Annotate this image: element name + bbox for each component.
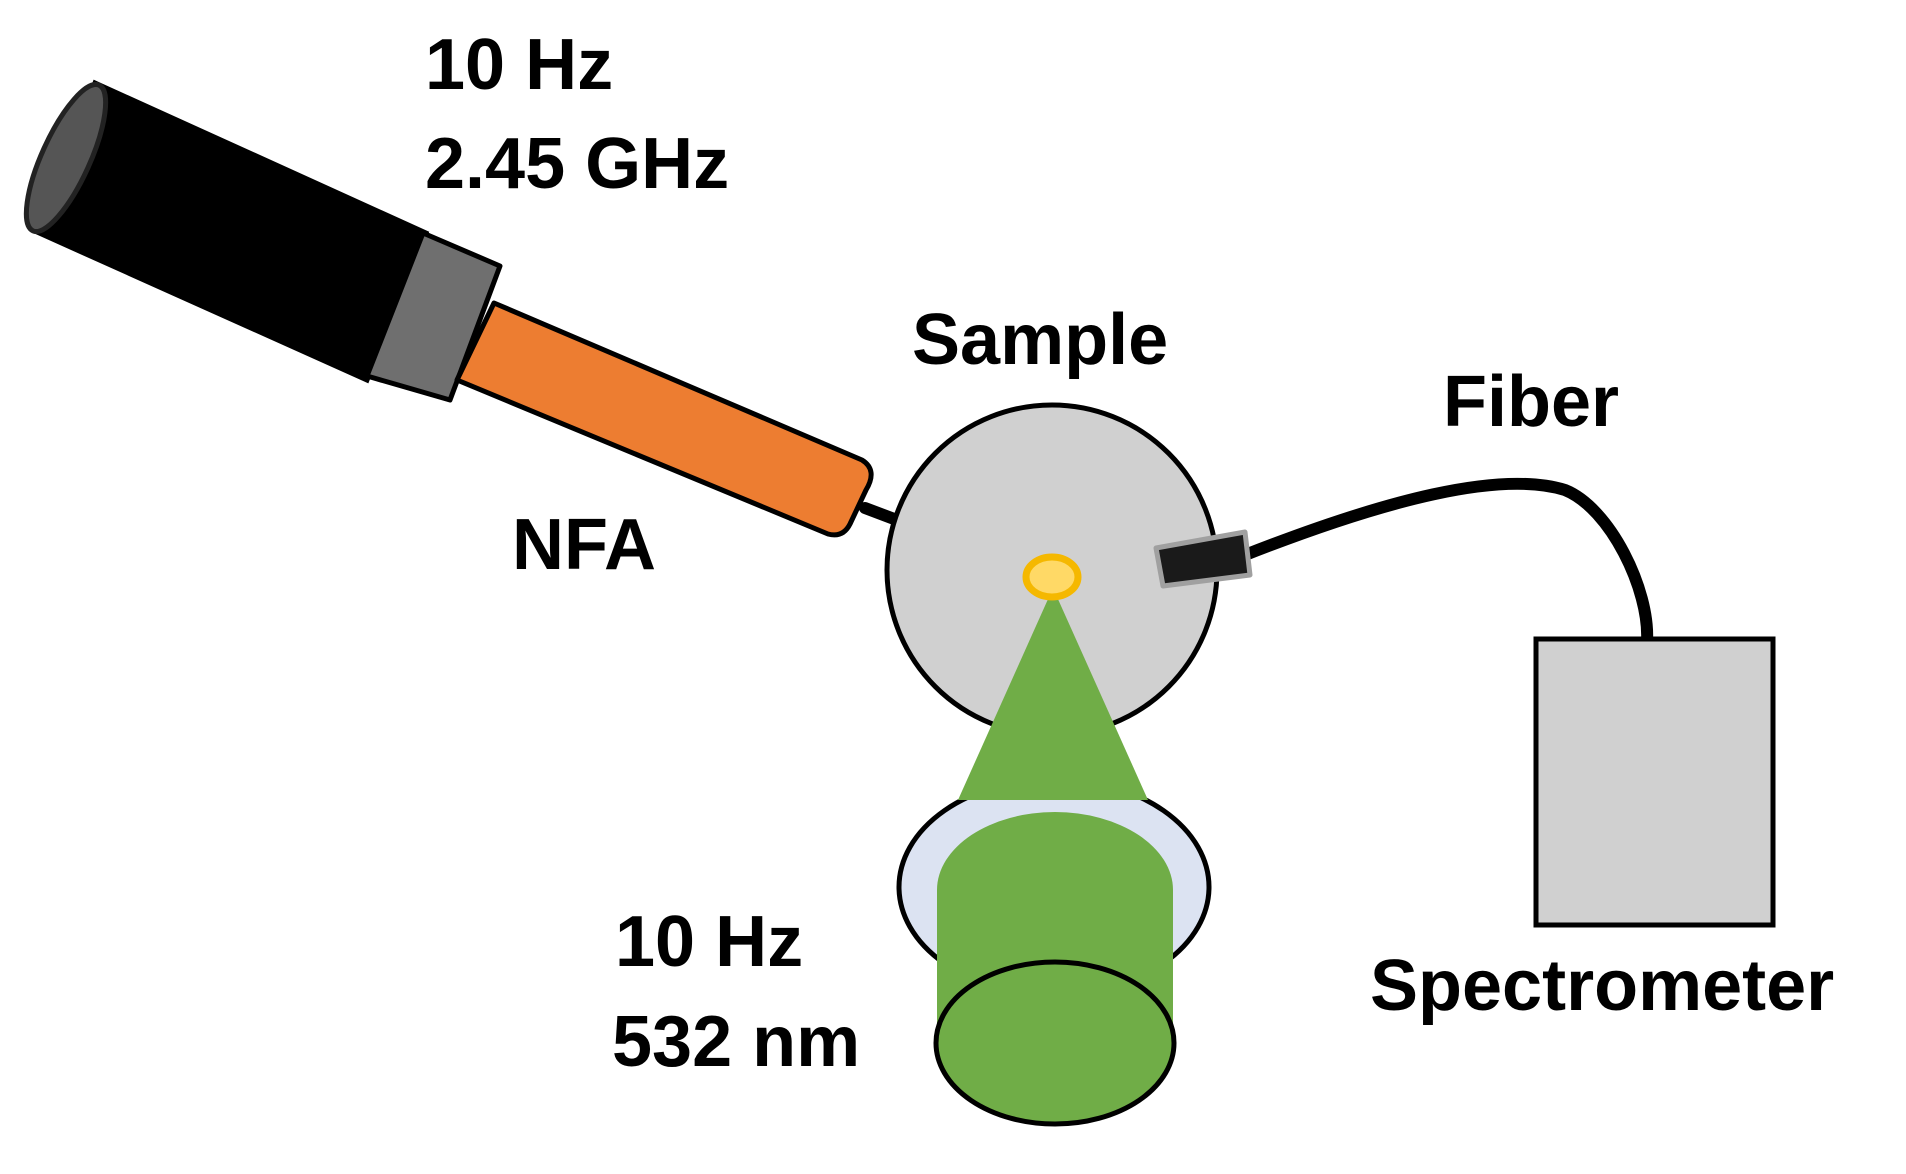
- nfa-label: NFA: [512, 505, 656, 585]
- laser-beam: [958, 588, 1148, 800]
- microwave-source: [23, 79, 503, 403]
- source-end-cap: [23, 81, 109, 235]
- antenna-body: [454, 300, 874, 538]
- excitation-spot: [1022, 553, 1082, 601]
- sample-label: Sample: [912, 300, 1168, 380]
- spectrometer-box: [1533, 636, 1776, 928]
- source-microwave-label: 2.45 GHz: [425, 124, 729, 204]
- optical-fiber: [1239, 477, 1654, 647]
- fiber-tip: [1153, 529, 1253, 589]
- laser-wavelength-label: 532 nm: [612, 1002, 860, 1082]
- source-coupler: [364, 230, 503, 403]
- objective-bottom-face: [933, 959, 1177, 1127]
- laser-objective: [896, 588, 1212, 1127]
- spectrometer-label: Spectrometer: [1370, 946, 1834, 1026]
- fiber-label: Fiber: [1443, 362, 1619, 442]
- laser-frequency-label: 10 Hz: [615, 902, 803, 982]
- source-frequency-label: 10 Hz: [425, 25, 613, 105]
- fiber-assembly: [1153, 477, 1654, 647]
